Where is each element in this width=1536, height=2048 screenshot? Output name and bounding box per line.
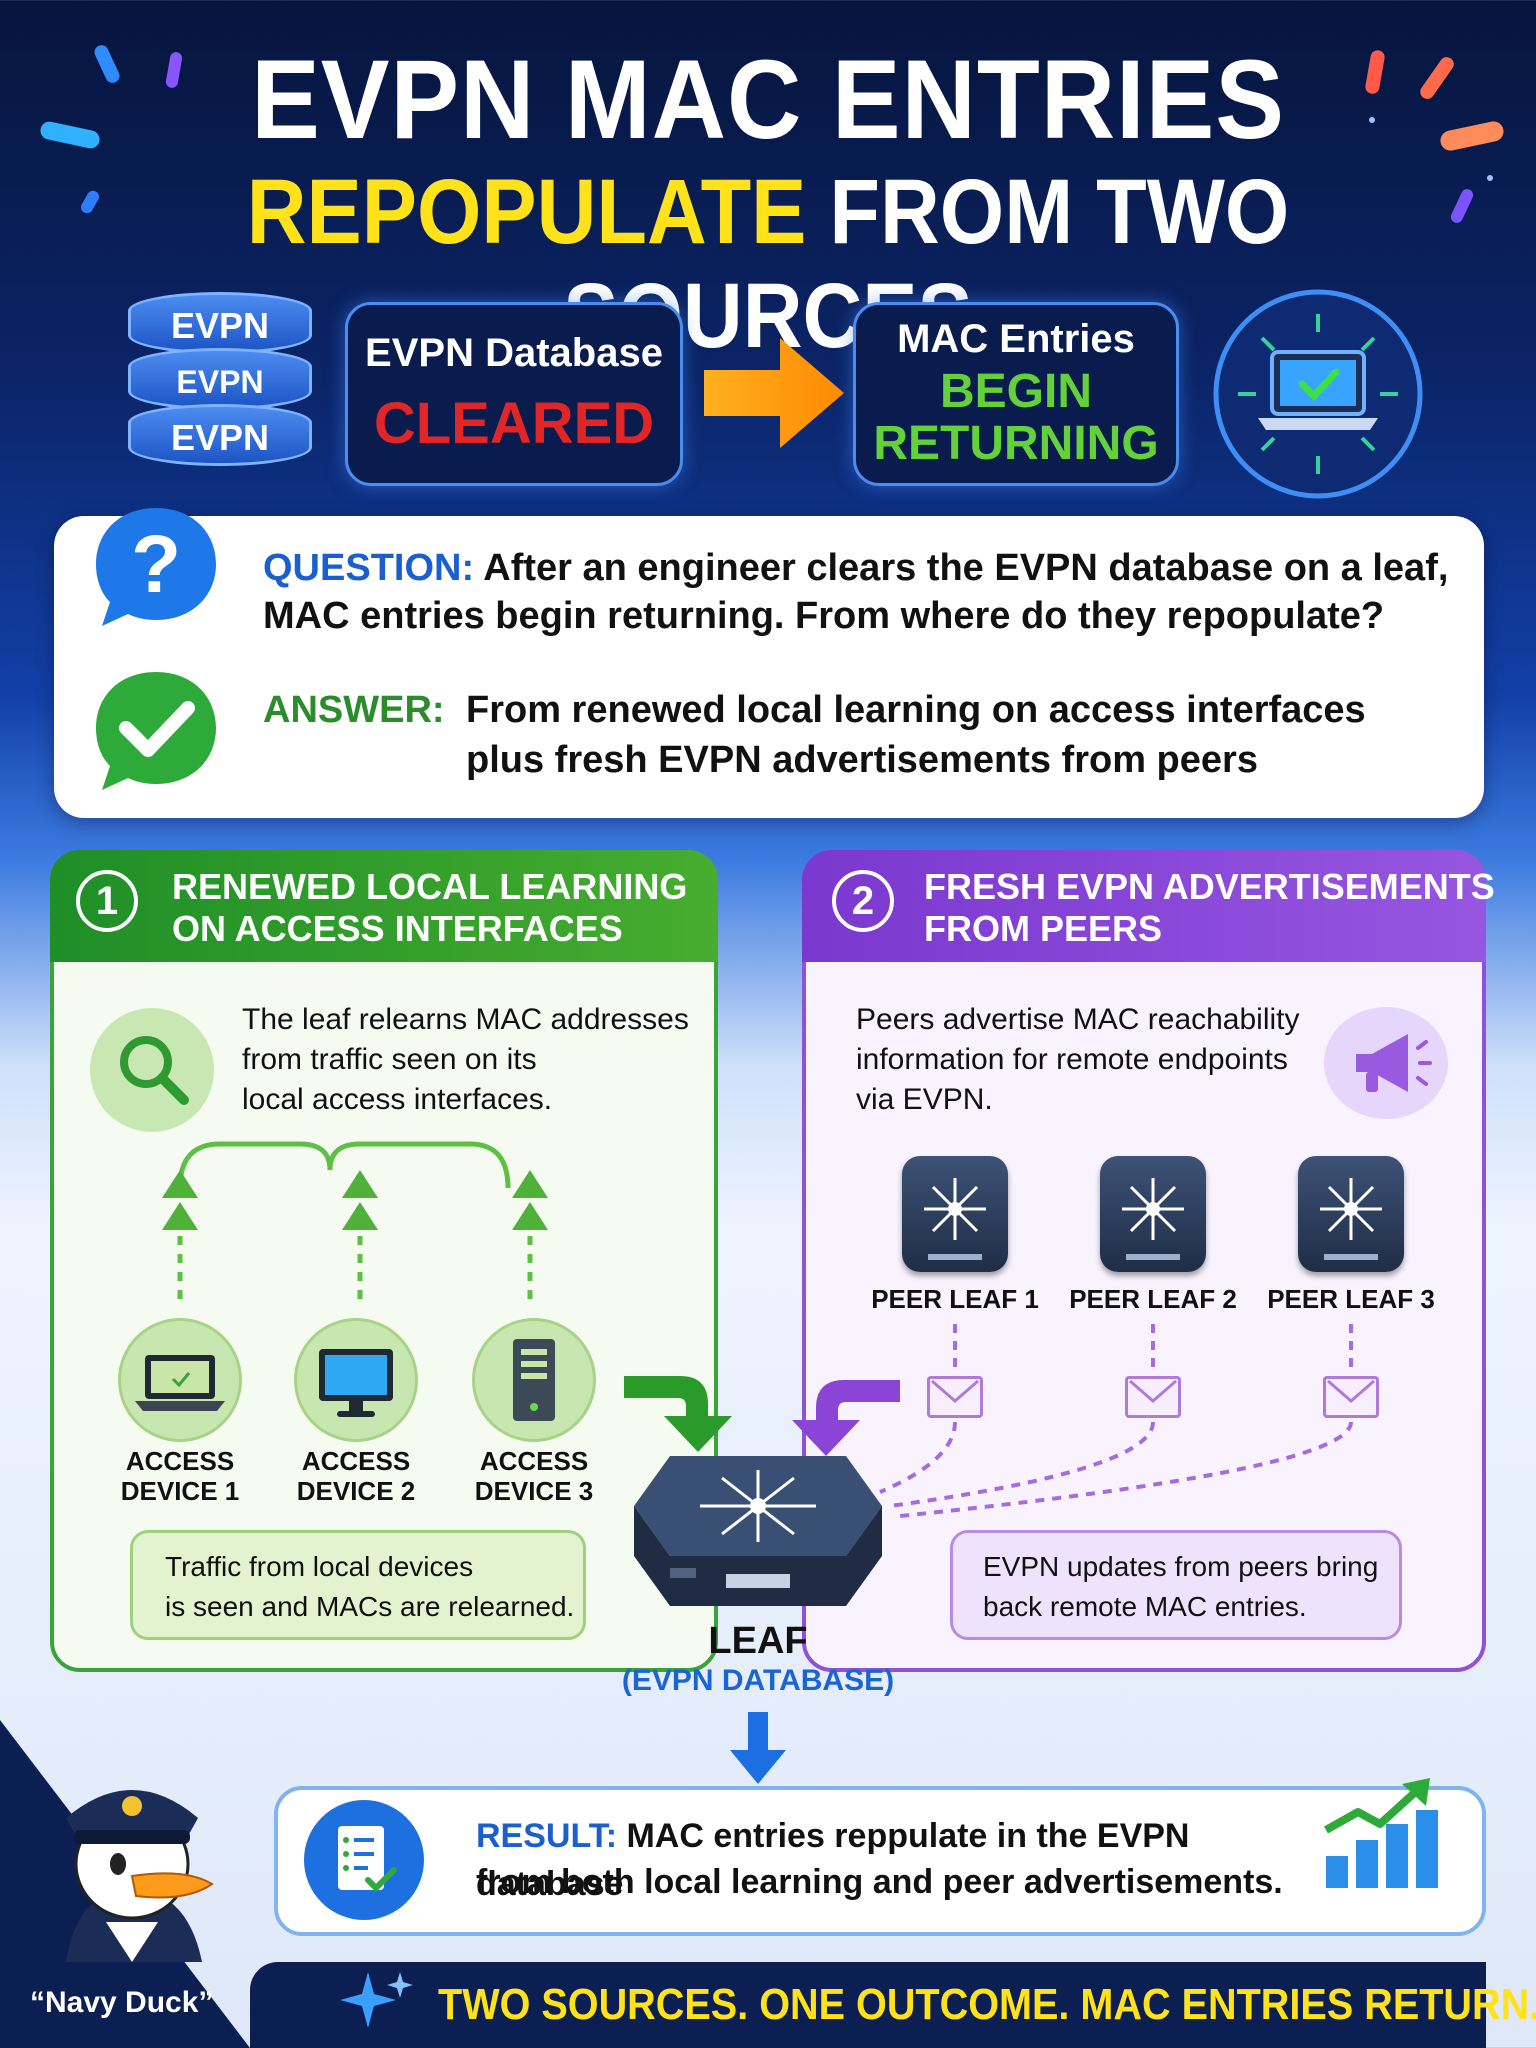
local-note-2: is seen and MACs are relearned.	[165, 1591, 575, 1622]
title-line-1: EVPN MAC ENTRIES	[251, 37, 1285, 162]
answer-line-2: plus fresh EVPN advertisements from peer…	[466, 739, 1258, 781]
result-label: RESULT:	[476, 1817, 618, 1855]
peer-leaf-1-icon	[902, 1156, 1008, 1272]
green-arrow-to-leaf-icon	[624, 1376, 732, 1452]
checklist-icon	[304, 1800, 424, 1920]
device-label-line: ACCESS	[479, 1446, 589, 1476]
peer-title-1: FRESH EVPN ADVERTISEMENTS	[924, 866, 1495, 907]
question-line-1: QUESTION: After an engineer clears the E…	[263, 544, 1463, 592]
local-desc-2: from traffic seen on its	[242, 1043, 537, 1076]
access-device-1-icon	[118, 1318, 242, 1442]
db-cleared-box: EVPN Database CLEARED	[345, 302, 683, 486]
device-label-line: ACCESS	[125, 1446, 235, 1476]
confetti-decoration	[40, 45, 1504, 223]
mac-returning-line3: RETURNING	[873, 417, 1159, 470]
local-note-box: Traffic from local devices is seen and M…	[130, 1530, 586, 1640]
peer-leaf-3-label: PEER LEAF 3	[1267, 1284, 1435, 1314]
mac-returning-box: MAC Entries BEGIN RETURNING	[853, 302, 1179, 486]
local-title-1: RENEWED LOCAL LEARNING	[172, 866, 688, 907]
database-icon: EVPN EVPN EVPN	[128, 292, 312, 482]
envelope-icon	[1125, 1376, 1181, 1418]
arrow-right-icon	[704, 338, 844, 448]
device-label-line: DEVICE 3	[474, 1476, 594, 1506]
peer-desc-1: Peers advertise MAC reachability	[856, 1003, 1300, 1036]
question-line-2: MAC entries begin returning. From where …	[263, 595, 1385, 637]
leaf-sublabel: (EVPN DATABASE)	[621, 1664, 895, 1697]
local-learning-header	[50, 850, 718, 962]
db-cleared-line1: EVPN Database	[365, 331, 663, 375]
growth-chart-icon	[1324, 1778, 1438, 1888]
mac-returning-line1: MAC Entries	[897, 317, 1135, 361]
peer-desc-3: via EVPN.	[856, 1083, 993, 1116]
tagline-bar	[250, 1962, 1486, 2048]
peer-advertisements-header	[802, 850, 1486, 962]
navy-duck-mascot-icon	[66, 1790, 214, 1962]
access-device-3-icon	[472, 1318, 596, 1442]
mascot-caption: “Navy Duck”	[30, 1986, 214, 2019]
local-note-1: Traffic from local devices	[165, 1551, 474, 1582]
step-number-2: 2	[832, 870, 894, 932]
question-label: QUESTION:	[263, 547, 475, 589]
local-desc-3: local access interfaces.	[242, 1083, 553, 1116]
peer-desc-2: information for remote endpoints	[856, 1043, 1288, 1076]
peer-advertisement-lines	[879, 1324, 1353, 1518]
magnifier-icon	[90, 1008, 214, 1132]
envelope-icon	[1323, 1376, 1379, 1418]
tagline-text: TWO SOURCES. ONE OUTCOME. MAC ENTRIES RE…	[438, 1980, 1536, 2029]
peer-leaf-2-icon	[1100, 1156, 1206, 1272]
question-icon: ?	[96, 508, 216, 626]
sparkle-icon	[340, 1972, 413, 2028]
megaphone-icon	[1324, 1007, 1448, 1119]
svg-text:?: ?	[131, 519, 181, 610]
mac-returning-line2: BEGIN	[939, 365, 1092, 418]
question-text-1: After an engineer clears the EVPN databa…	[483, 547, 1449, 589]
arrow-down-icon	[730, 1712, 786, 1784]
title-highlight: REPOPULATE	[246, 161, 807, 263]
envelope-icon	[927, 1376, 983, 1418]
peer-leaf-3-icon	[1298, 1156, 1404, 1272]
peer-leaf-2-label: PEER LEAF 2	[1069, 1284, 1237, 1314]
check-circle-icon	[96, 672, 216, 790]
db-disk-label: EVPN	[128, 348, 312, 410]
answer-line-1: From renewed local learning on access in…	[466, 689, 1366, 731]
result-card	[274, 1786, 1486, 1936]
db-cleared-line2: CLEARED	[373, 391, 655, 456]
peer-note-box: EVPN updates from peers bring back remot…	[950, 1530, 1402, 1640]
device-label-line: DEVICE 1	[120, 1476, 240, 1506]
db-disk-label: EVPN	[128, 292, 312, 354]
db-disk-label: EVPN	[128, 404, 312, 466]
device-label-line: DEVICE 2	[296, 1476, 416, 1506]
result-text-1: MAC entries reppulate in the EVPN databa…	[476, 1817, 1190, 1903]
device-label-line: ACCESS	[301, 1446, 411, 1476]
peer-leaf-1-label: PEER LEAF 1	[871, 1284, 1039, 1314]
peer-note-1: EVPN updates from peers bring	[983, 1551, 1379, 1582]
peer-title-2: FROM PEERS	[924, 908, 1163, 949]
leaf-label: LEAF	[708, 1620, 808, 1662]
access-device-2-icon	[294, 1318, 418, 1442]
leaf-switch-icon	[634, 1456, 882, 1606]
result-line-1: RESULT: MAC entries reppulate in the EVP…	[476, 1812, 1336, 1908]
local-title-2: ON ACCESS INTERFACES	[172, 908, 623, 949]
purple-arrow-to-leaf-icon	[792, 1380, 900, 1456]
uplink-arrows	[162, 1141, 548, 1308]
qa-card	[54, 516, 1484, 818]
step-number-1: 1	[76, 870, 138, 932]
peer-note-2: back remote MAC entries.	[983, 1591, 1307, 1622]
result-line-2: from both local learning and peer advert…	[476, 1863, 1283, 1901]
local-desc-1: The leaf relearns MAC addresses	[242, 1003, 689, 1036]
laptop-check-icon	[1213, 289, 1423, 499]
answer-label: ANSWER:	[263, 689, 445, 731]
